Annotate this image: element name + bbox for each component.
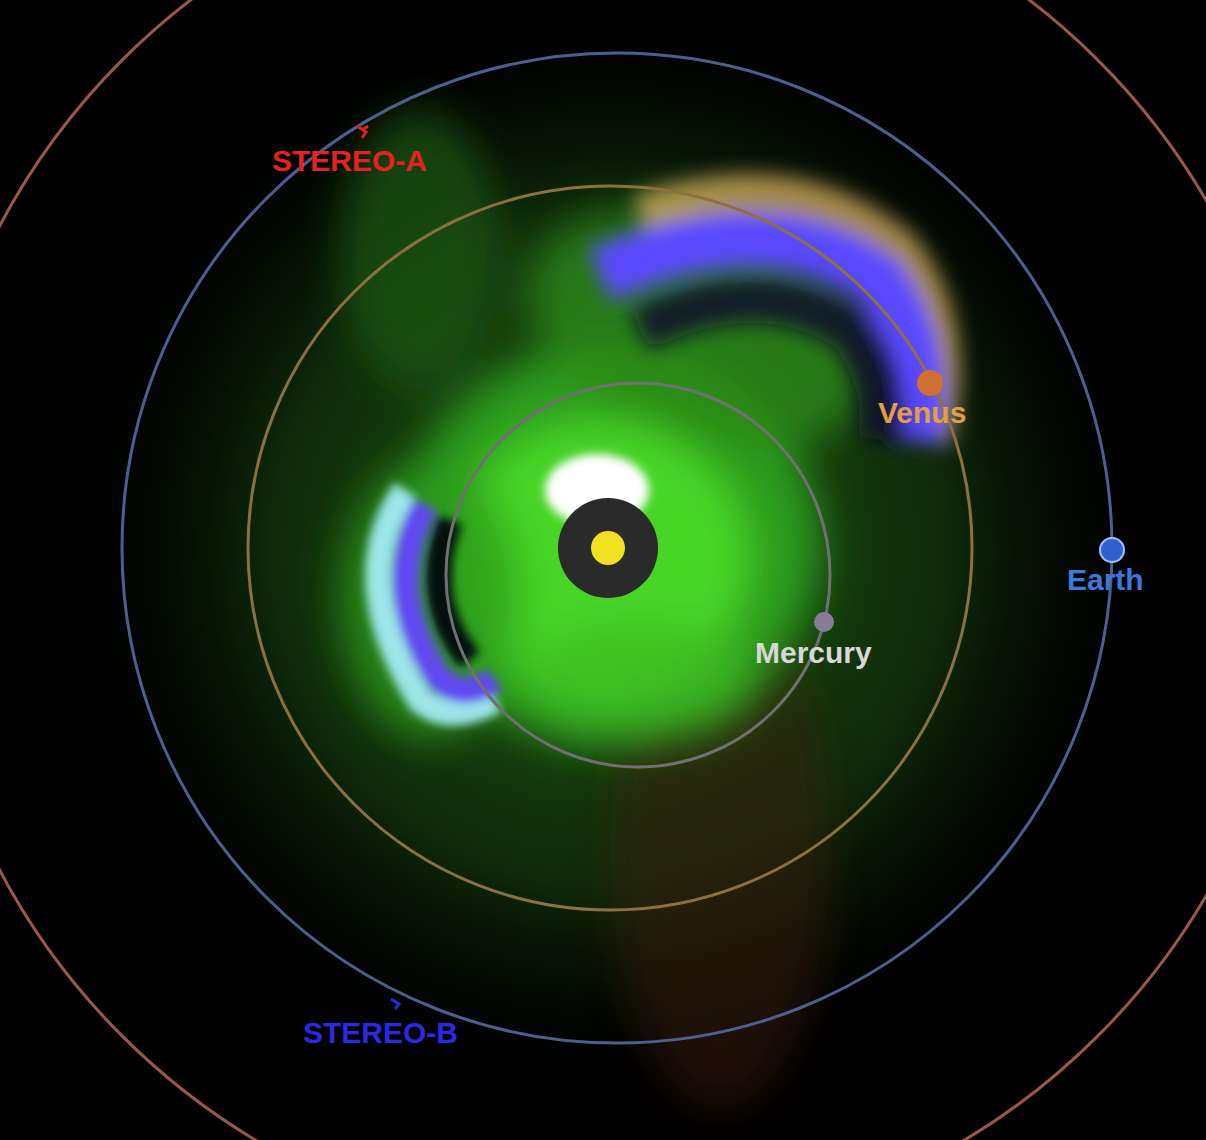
- spacecraft-label: STEREO-B: [303, 1018, 458, 1048]
- venus-planet: [917, 370, 943, 396]
- solar-wind-halo: [50, 0, 1170, 1108]
- venus-orbit: [248, 186, 972, 910]
- earth-planet: [1100, 538, 1124, 562]
- mercury-orbit: [446, 383, 830, 767]
- earth-orbit: [122, 53, 1112, 1043]
- stereo-a-spacecraft: [357, 126, 368, 138]
- planet-label: Mercury: [755, 638, 872, 668]
- stereo-b-spacecraft: [391, 999, 399, 1009]
- sun: [591, 531, 625, 565]
- mercury-planet: [814, 612, 834, 632]
- planet-label: Earth: [1067, 565, 1144, 595]
- spacecraft-label: STEREO-A: [272, 146, 427, 176]
- sun-occulter: [558, 498, 658, 598]
- planet-label: Venus: [878, 398, 966, 428]
